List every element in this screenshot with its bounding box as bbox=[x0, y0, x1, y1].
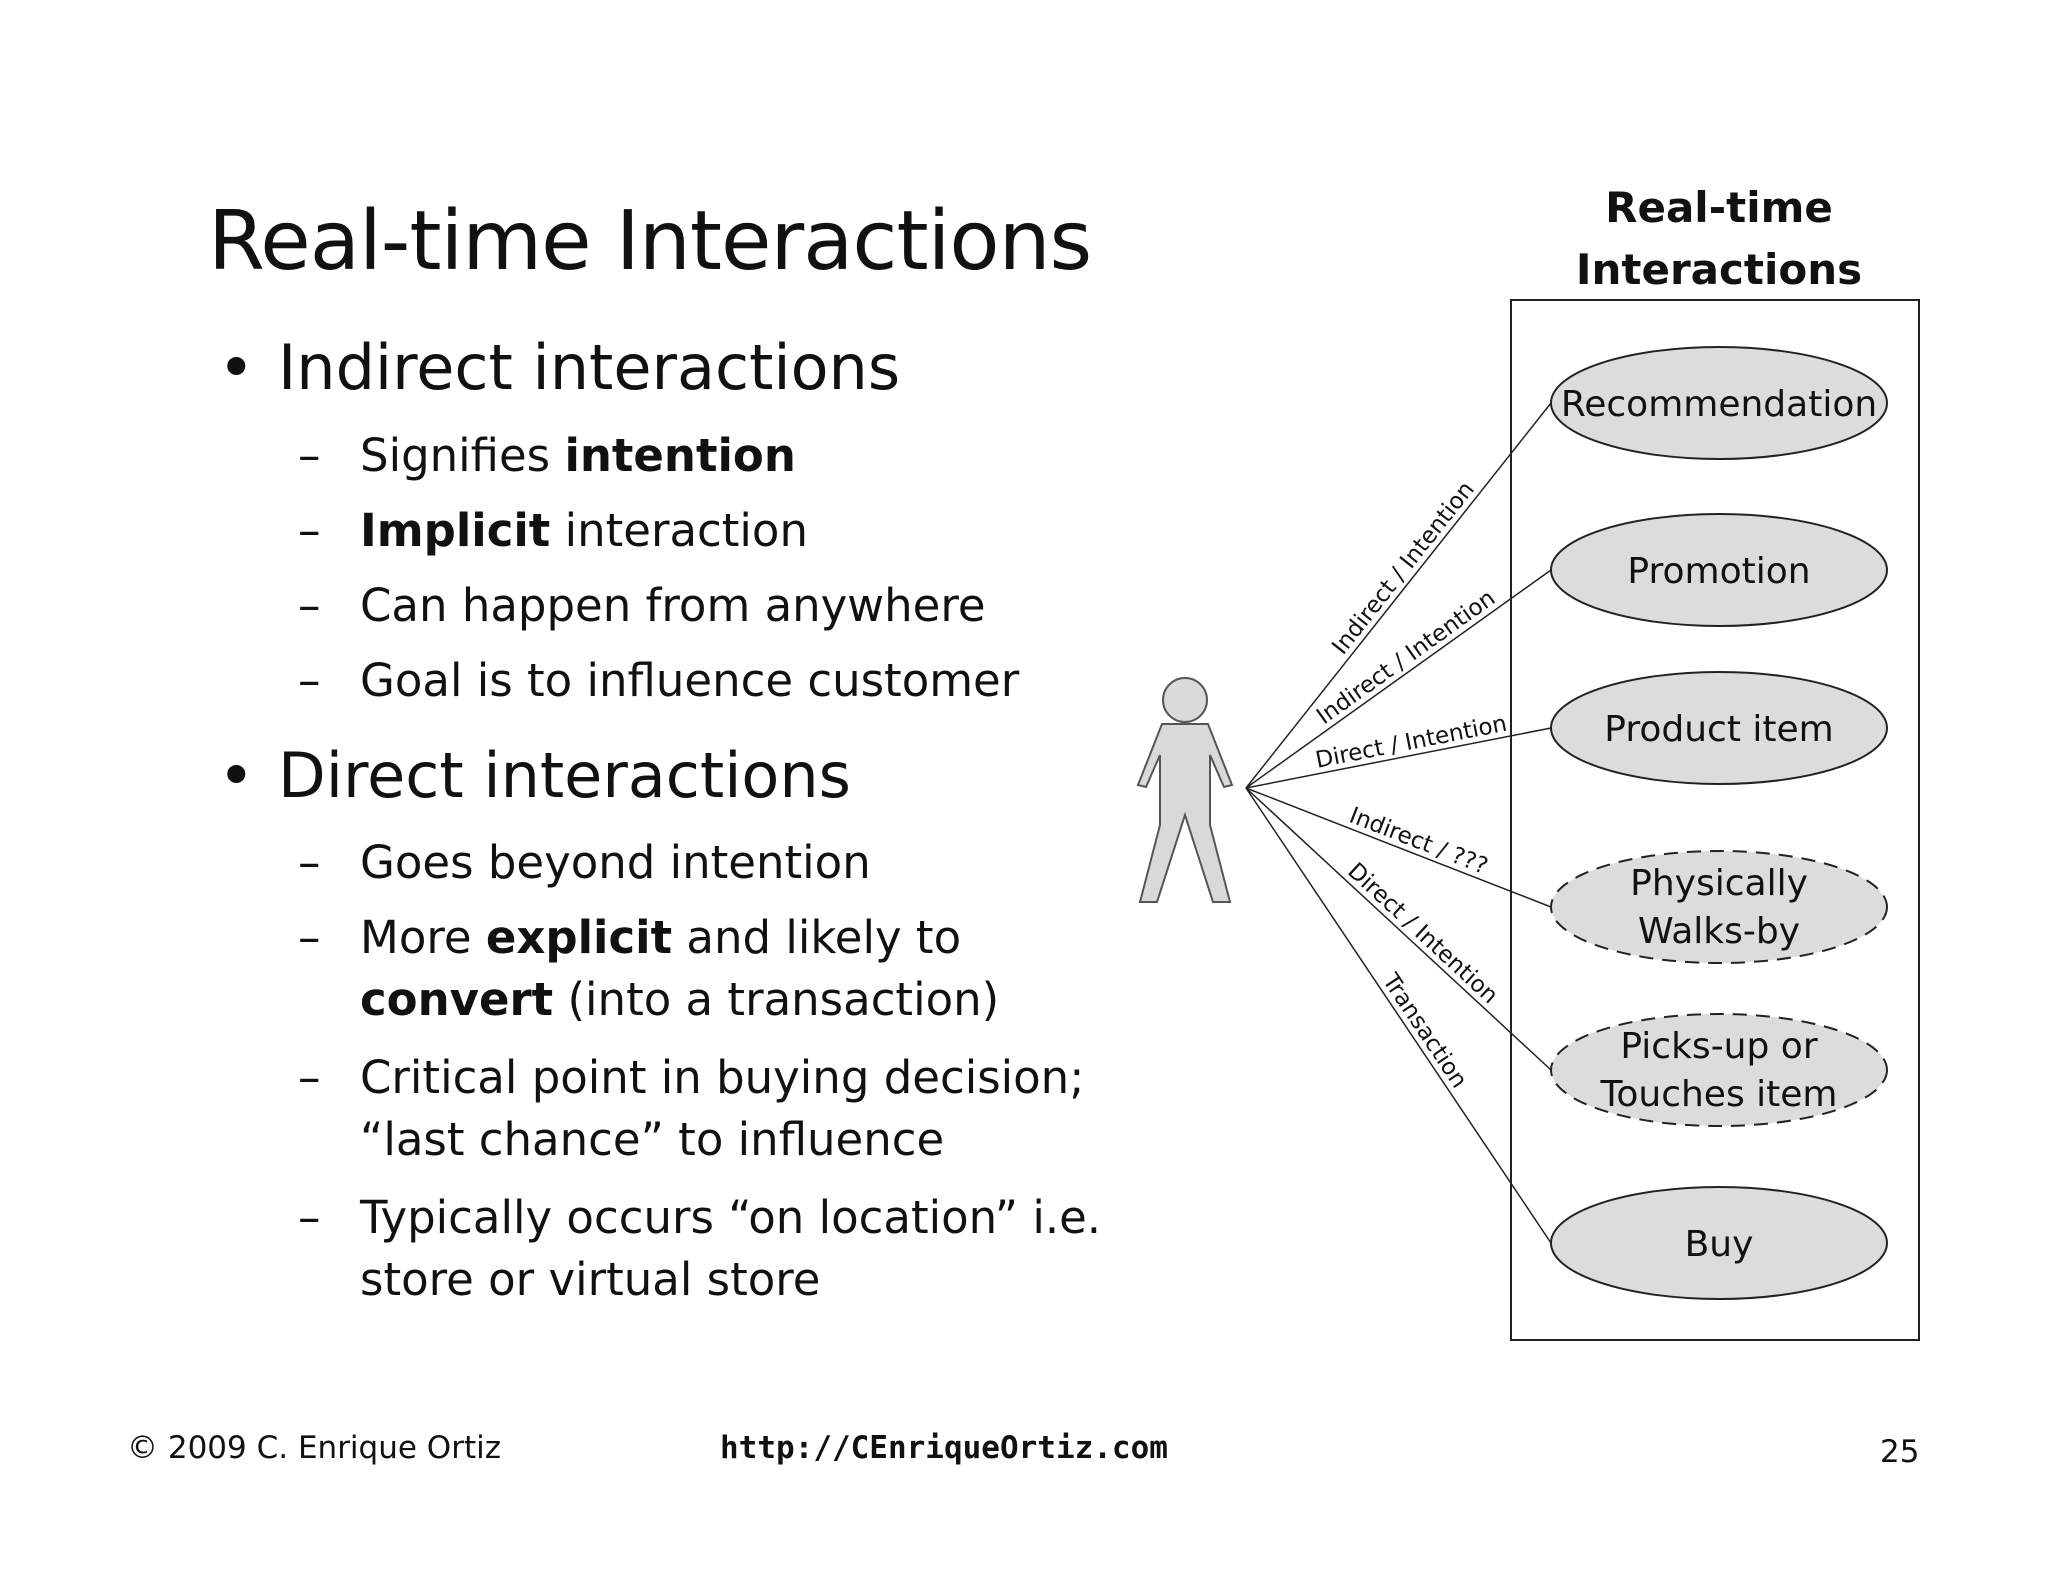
sub-bullet: –Can happen from anywhere bbox=[298, 575, 986, 637]
edge-line bbox=[1245, 402, 1552, 789]
text-run: Can happen from anywhere bbox=[360, 579, 986, 632]
sub-bullet-text: Can happen from anywhere bbox=[360, 575, 986, 637]
sub-bullet: –Goal is to influence customer bbox=[298, 650, 1019, 712]
sub-bullet-text: More explicit and likely to convert (into… bbox=[360, 907, 999, 1031]
bold-text: explicit bbox=[485, 911, 673, 964]
edge-line bbox=[1245, 569, 1552, 789]
diagram-title-line2: Interactions bbox=[1576, 245, 1862, 294]
footer-url-link[interactable]: http://CEnriqueOrtiz.com bbox=[720, 1430, 1168, 1466]
use-case-ellipse bbox=[1550, 1186, 1888, 1300]
text-run: interaction bbox=[550, 504, 808, 557]
sub-bullet-text: Goal is to influence customer bbox=[360, 650, 1019, 712]
sub-bullet: –Signifies intention bbox=[298, 425, 796, 487]
use-case-label: Product item bbox=[1604, 709, 1833, 750]
dash-marker: – bbox=[298, 429, 321, 482]
sub-bullet-text: Implicit interaction bbox=[360, 500, 808, 562]
use-case-ellipse bbox=[1550, 671, 1888, 785]
sub-bullet: –Critical point in buying decision; “last… bbox=[298, 1047, 1084, 1171]
system-boundary bbox=[1510, 299, 1920, 1341]
sub-bullet: –Typically occurs “on location” i.e. stor… bbox=[298, 1187, 1101, 1311]
dash-marker: – bbox=[298, 504, 321, 557]
edge-label: Transaction bbox=[1377, 968, 1472, 1093]
bold-text: convert bbox=[360, 973, 554, 1026]
edge-line bbox=[1245, 727, 1552, 789]
text-run: (into a transaction) bbox=[553, 973, 1000, 1026]
bold-text: intention bbox=[564, 429, 796, 482]
use-case-ellipse bbox=[1550, 1013, 1888, 1127]
edge-line bbox=[1245, 787, 1552, 1244]
dash-marker: – bbox=[298, 836, 321, 889]
edge-line bbox=[1245, 787, 1552, 908]
text-run: Critical point in buying decision; bbox=[360, 1051, 1085, 1104]
use-case-ellipse bbox=[1550, 513, 1888, 627]
footer-copyright: © 2009 C. Enrique Ortiz bbox=[127, 1430, 501, 1466]
sub-bullet-text: Typically occurs “on location” i.e. store… bbox=[360, 1187, 1101, 1311]
dash-marker: – bbox=[298, 654, 321, 707]
dash-marker: – bbox=[298, 1191, 321, 1244]
text-run: store or virtual store bbox=[360, 1253, 821, 1306]
use-case-ellipse bbox=[1550, 850, 1888, 964]
edge-label: Indirect / Intention bbox=[1312, 585, 1500, 730]
text-run: Goal is to influence customer bbox=[360, 654, 1020, 707]
text-run: “last chance” to influence bbox=[360, 1113, 945, 1166]
edge-label: Direct / Intention bbox=[1342, 858, 1502, 1009]
dash-marker: – bbox=[298, 911, 321, 964]
sub-bullet-text: Goes beyond intention bbox=[360, 832, 871, 894]
page-number: 25 bbox=[1880, 1434, 1920, 1470]
dash-marker: – bbox=[298, 579, 321, 632]
use-case-label: Promotion bbox=[1627, 551, 1810, 592]
bullet-1: • Indirect interactions bbox=[218, 330, 900, 406]
bold-text: Implicit bbox=[360, 504, 551, 557]
text-run: Typically occurs “on location” i.e. bbox=[360, 1191, 1102, 1244]
text-run: and likely to bbox=[672, 911, 962, 964]
text-run: Goes beyond intention bbox=[360, 836, 871, 889]
sub-bullet: –More explicit and likely to convert (int… bbox=[298, 907, 999, 1031]
sub-bullet: –Goes beyond intention bbox=[298, 832, 871, 894]
text-run: More bbox=[360, 911, 486, 964]
use-case-ellipse bbox=[1550, 346, 1888, 460]
sub-bullet: –Implicit interaction bbox=[298, 500, 808, 562]
slide-title: Real-time Interactions bbox=[208, 194, 1092, 289]
text-run: Signifies bbox=[360, 429, 565, 482]
use-case-label: Buy bbox=[1685, 1224, 1754, 1265]
bullet-dot: • bbox=[218, 331, 255, 404]
bullet-2: • Direct interactions bbox=[218, 738, 851, 814]
use-case-label: Touches item bbox=[1599, 1074, 1837, 1115]
use-case-label: Walks-by bbox=[1638, 911, 1800, 952]
use-case-label: Recommendation bbox=[1561, 384, 1877, 425]
use-case-label: Picks-up or bbox=[1620, 1026, 1817, 1067]
dash-marker: – bbox=[298, 1051, 321, 1104]
bullet-label: Indirect interactions bbox=[278, 331, 901, 404]
sub-bullet-text: Critical point in buying decision; “last … bbox=[360, 1047, 1084, 1171]
sub-bullet-text: Signifies intention bbox=[360, 425, 796, 487]
actor-icon bbox=[1136, 677, 1234, 903]
edge-line bbox=[1245, 787, 1552, 1071]
bullet-label: Direct interactions bbox=[278, 739, 851, 812]
bullet-dot: • bbox=[218, 739, 255, 812]
diagram-title-line1: Real-time bbox=[1605, 183, 1833, 232]
use-case-label: Physically bbox=[1630, 863, 1808, 904]
